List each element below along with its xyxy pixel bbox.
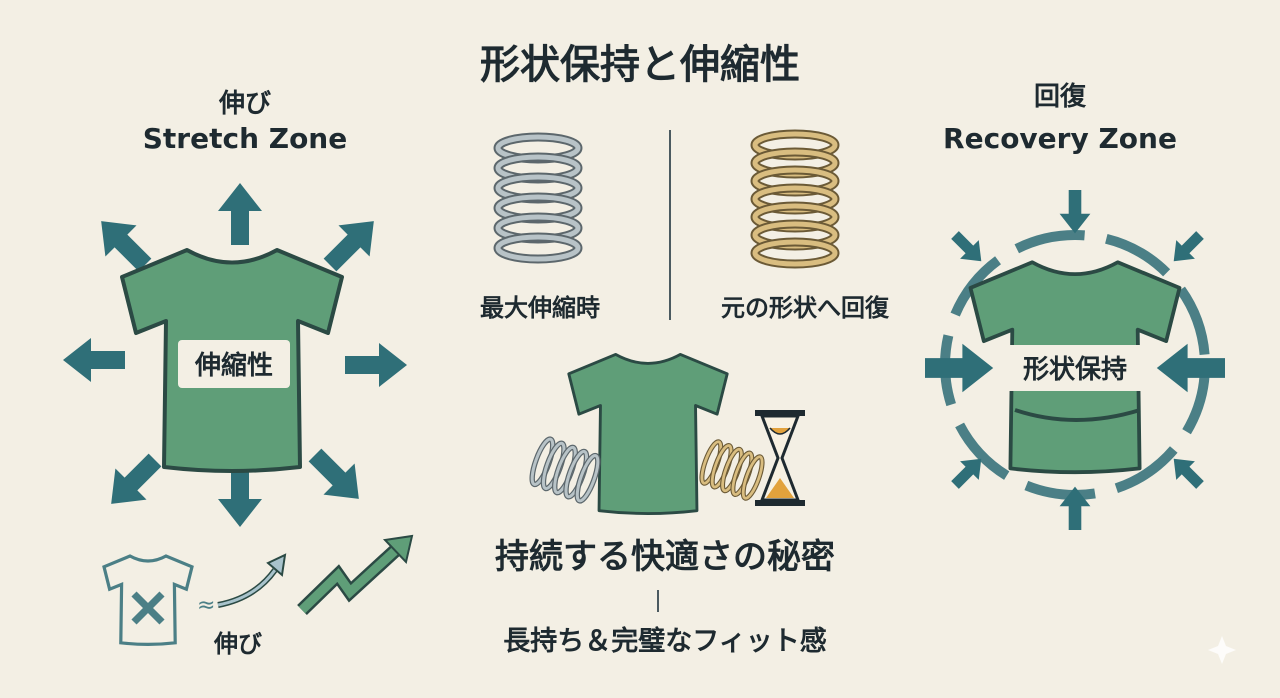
recovery-caption: 元の形状へ回復: [721, 294, 890, 322]
arrow-in-top-left-icon: [945, 225, 991, 271]
recovery-zone-label-en: Recovery Zone: [943, 122, 1177, 155]
center-headline: 持続する快適さの秘密: [495, 537, 835, 577]
gold-spring-icon: [755, 134, 835, 264]
arrow-compress-right-icon: [1156, 343, 1225, 393]
center-subline: 長持ち＆完璧なフィット感: [503, 625, 826, 657]
arrow-left-icon: [63, 338, 125, 382]
damaged-tshirt-icon: [102, 554, 194, 646]
hourglass-icon: [755, 410, 805, 506]
bottom-stretch-label: 伸び: [213, 630, 262, 658]
arrow-right-icon: [345, 343, 407, 387]
stretch-zone-label-jp: 伸び: [218, 89, 271, 119]
gray-spring-icon: [498, 137, 578, 259]
sparkle-icon: [1208, 636, 1236, 664]
stretch-label-box: [178, 340, 290, 388]
stretch-zone-label-en: Stretch Zone: [143, 122, 347, 155]
curved-arrow-icon: [217, 568, 278, 608]
arrow-in-top-right-icon: [1164, 225, 1210, 271]
arrow-down-left-icon: [95, 444, 171, 520]
page-title: 形状保持と伸縮性: [480, 42, 800, 88]
max-stretch-caption: 最大伸縮時: [480, 294, 600, 322]
small-gray-spring-icon: [528, 437, 602, 503]
recovery-shirt-label: 形状保持: [1023, 355, 1127, 385]
stretch-shirt-label: 伸縮性: [194, 350, 273, 381]
wavy-icon: ≈: [197, 593, 215, 618]
arrow-up-icon: [218, 183, 262, 245]
arrow-in-top-icon: [1059, 190, 1091, 234]
recovery-zone-label-jp: 回復: [1034, 81, 1087, 112]
small-gold-spring-icon: [698, 440, 766, 501]
arrow-down-icon: [218, 465, 262, 527]
waist-band: [1014, 408, 1141, 422]
recovery-label-box: [1000, 345, 1150, 391]
arrow-compress-left-icon: [925, 343, 994, 393]
arrow-down-right-icon: [299, 439, 375, 515]
